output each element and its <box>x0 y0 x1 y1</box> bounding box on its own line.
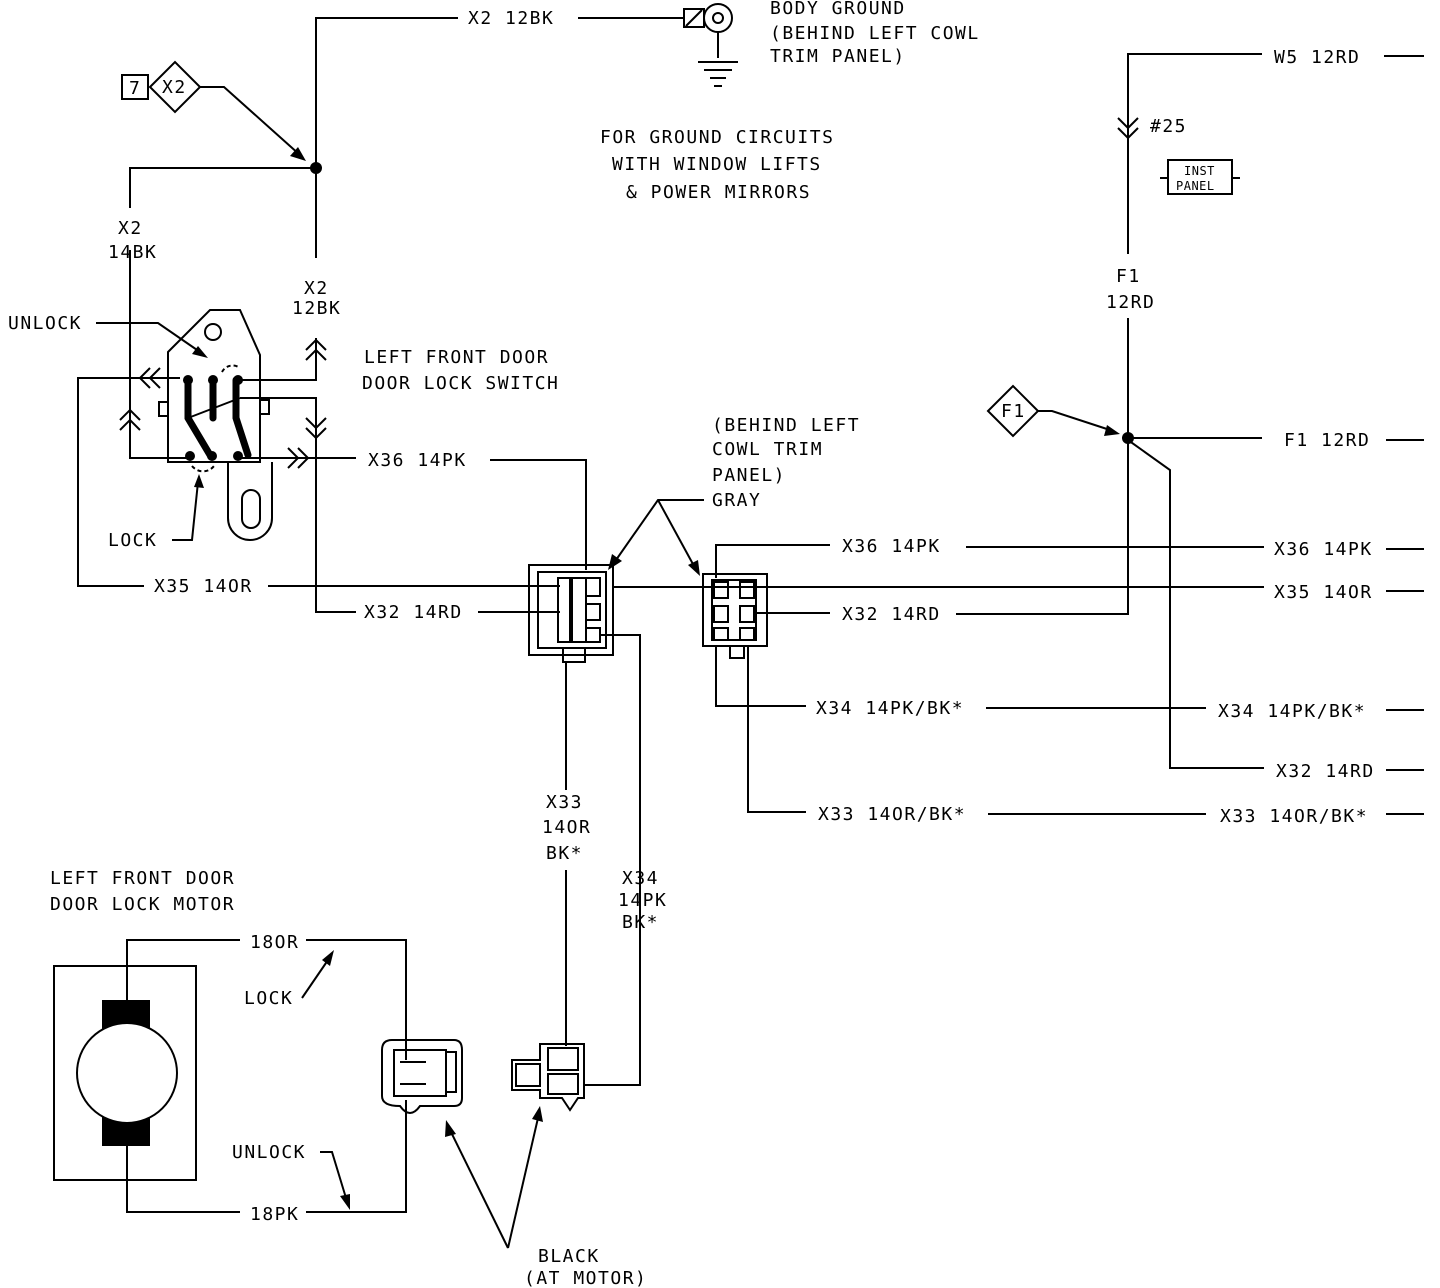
ground-wire-left-line-2: 14BK <box>108 242 157 263</box>
switch-unlock-label: UNLOCK <box>8 313 82 334</box>
gray-connector-left <box>528 564 641 1086</box>
right-x35-label: X35 14OR <box>1274 582 1373 603</box>
inst-panel-box: INST PANEL <box>1160 159 1240 195</box>
motor-wire-top-label: 18OR <box>250 932 299 953</box>
right-x36-label: X36 14PK <box>1274 539 1373 560</box>
ground-ref-number: 7 <box>129 78 141 99</box>
connector-location-line-3: PANEL) <box>712 465 786 486</box>
mid-x33-label: X33 14OR/BK* <box>818 804 966 825</box>
left-x34-line-3: BK* <box>622 912 659 933</box>
w5-label: W5 12RD <box>1274 47 1360 68</box>
motor-lock-label: LOCK <box>244 988 293 1009</box>
motor-title-line-2: DOOR LOCK MOTOR <box>50 894 235 915</box>
motor-wire-bottom-label: 18PK <box>250 1204 299 1225</box>
fuse-label: #25 <box>1150 116 1187 137</box>
ground-circuit: X2 12BK BODY GROUND (BEHIND LEFT COWL TR… <box>108 0 980 319</box>
ground-location-line-2: (BEHIND LEFT COWL <box>770 23 980 44</box>
switch-title-line-2: DOOR LOCK SWITCH <box>362 373 559 394</box>
ground-reference: 7 X2 <box>121 60 306 161</box>
f1-vertical-line-2: 12RD <box>1106 292 1155 313</box>
left-x33-line-1: X33 <box>546 792 583 813</box>
ground-note-line-1: FOR GROUND CIRCUITS <box>600 127 834 148</box>
ground-wire-top-label: X2 12BK <box>468 8 554 29</box>
left-x34-line-1: X34 <box>622 868 659 889</box>
ground-note-line-3: & POWER MIRRORS <box>626 182 811 203</box>
ground-wire-right-line-1: X2 <box>304 278 329 299</box>
left-x35-label: X35 14OR <box>154 576 253 597</box>
switch-lock-label: LOCK <box>108 530 157 551</box>
power-feed: W5 12RD #25 INST PANEL F1 12RD F1 F1 12R… <box>986 47 1424 451</box>
motor-icon <box>76 1022 178 1124</box>
ground-note-line-2: WITH WINDOW LIFTS <box>612 154 822 175</box>
mid-x34-label: X34 14PK/BK* <box>816 698 964 719</box>
ground-wire-right-line-2: 12BK <box>292 298 341 319</box>
right-x33-label: X33 14OR/BK* <box>1220 806 1368 827</box>
left-x32-label: X32 14RD <box>364 602 463 623</box>
ground-ref-diamond-label: X2 <box>162 77 187 98</box>
mid-x36-label: X36 14PK <box>842 536 941 557</box>
motor-unlock-label: UNLOCK <box>232 1142 306 1163</box>
motor-connector-left <box>381 1039 463 1114</box>
body-ground-icon <box>683 3 738 87</box>
door-lock-motor: LEFT FRONT DOOR DOOR LOCK MOTOR 18OR LOC… <box>50 868 407 1225</box>
motor-title-line-1: LEFT FRONT DOOR <box>50 868 235 889</box>
motor-feed-wires: X33 14OR BK* X34 14PK BK* <box>542 662 667 1046</box>
f1-diamond-label: F1 <box>1001 401 1026 422</box>
motor-connector-color-line-2: (AT MOTOR) <box>524 1268 647 1288</box>
door-lock-switch: LEFT FRONT DOOR DOOR LOCK SWITCH <box>8 250 559 613</box>
right-x34-label: X34 14PK/BK* <box>1218 701 1366 722</box>
f1-vertical-line-1: F1 <box>1116 266 1141 287</box>
inst-panel-line-1: INST <box>1184 164 1215 178</box>
left-x36-label: X36 14PK <box>368 450 467 471</box>
right-harness-wires: X36 14PK X36 14PK X35 14OR X32 14RD X34 … <box>613 439 1424 827</box>
motor-connector-right <box>511 1043 585 1112</box>
ground-location-line-3: TRIM PANEL) <box>770 46 906 67</box>
switch-title-line-1: LEFT FRONT DOOR <box>364 347 549 368</box>
connector-location-line-2: COWL TRIM <box>712 439 823 460</box>
left-x34-line-2: 14PK <box>618 890 667 911</box>
motor-connector-color-line-1: BLACK <box>538 1246 600 1267</box>
connector-location-line-1: (BEHIND LEFT <box>712 415 860 436</box>
left-harness-wires: X36 14PK X35 14OR X32 14RD <box>154 450 587 623</box>
right-x32-label: X32 14RD <box>1276 761 1375 782</box>
left-x33-line-2: 14OR <box>542 817 591 838</box>
mid-x32-label: X32 14RD <box>842 604 941 625</box>
gray-connector-right <box>702 573 768 659</box>
inst-panel-line-2: PANEL <box>1176 179 1215 193</box>
left-x33-line-3: BK* <box>546 843 583 864</box>
motor-connector-note: BLACK (AT MOTOR) <box>445 1106 647 1288</box>
connector-location: (BEHIND LEFT COWL TRIM PANEL) GRAY <box>608 415 860 576</box>
connector-color-label: GRAY <box>712 490 761 511</box>
ground-location-line-1: BODY GROUND <box>770 0 906 19</box>
f1-right-label: F1 12RD <box>1284 430 1370 451</box>
ground-wire-left-line-1: X2 <box>118 218 143 239</box>
